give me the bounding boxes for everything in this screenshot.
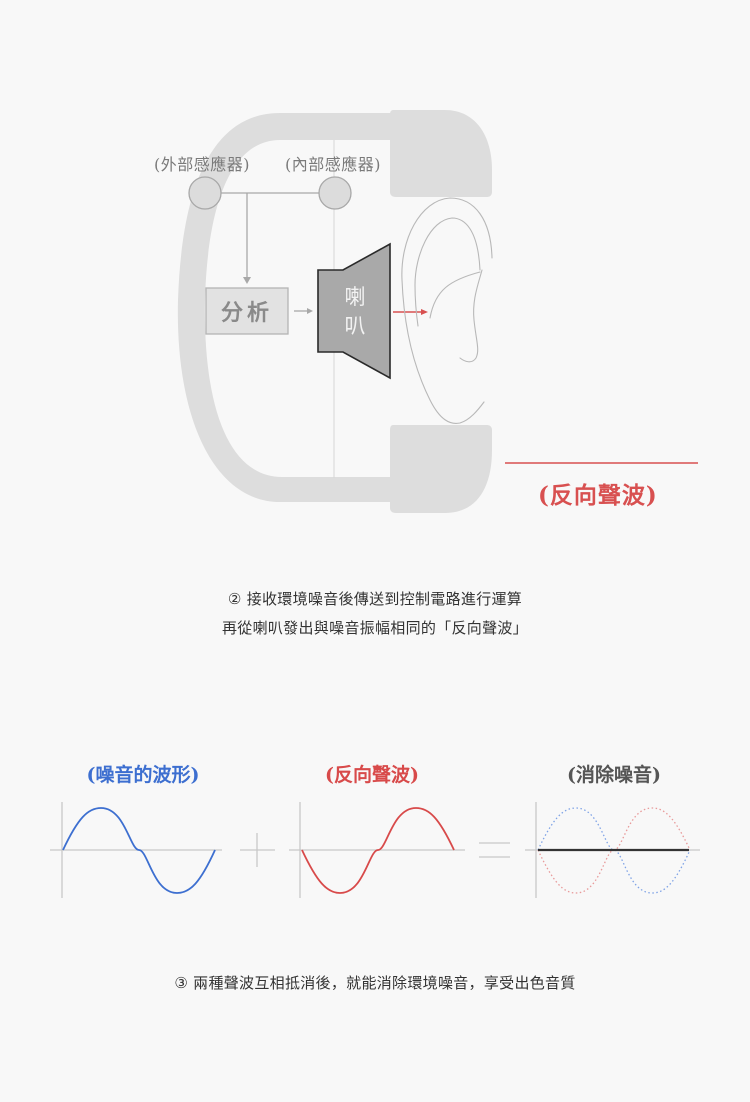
noise-wave-chart	[50, 802, 222, 898]
speaker-label: 喇 叭	[340, 283, 370, 341]
cancel-wave-chart	[525, 802, 700, 898]
top-ear-cup	[390, 110, 492, 197]
waveform-charts	[50, 802, 700, 898]
speaker-label-line1: 喇	[344, 285, 366, 309]
noise-wave-title: (噪音的波形)	[86, 764, 200, 786]
sound-output-arrow-icon	[421, 309, 428, 315]
external-sensor-label: (外部感應器)	[154, 155, 250, 174]
noise-wave-line	[62, 807, 216, 894]
step3-caption: ③ 兩種聲波互相抵消後，就能消除環境噪音，享受出色音質	[0, 969, 750, 998]
step2-caption: ② 接收環境噪音後傳送到控制電路進行運算 再從喇叭發出與噪音振幅相同的「反向聲波…	[0, 585, 750, 643]
step3-line1: ③ 兩種聲波互相抵消後，就能消除環境噪音，享受出色音質	[174, 974, 576, 992]
speaker-icon	[317, 242, 391, 380]
step2-line2: 再從喇叭發出與噪音振幅相同的「反向聲波」	[221, 619, 528, 637]
speaker-label-line2: 叭	[344, 314, 366, 338]
anti-noise-label: (反向聲波)	[538, 482, 658, 509]
anti-wave-title: (反向聲波)	[325, 764, 419, 786]
down-arrow-head-icon	[243, 277, 251, 284]
anti-wave-chart	[289, 802, 465, 898]
cancel-wave-title: (消除噪音)	[567, 764, 661, 786]
external-sensor-icon	[188, 176, 222, 210]
ear-icon	[401, 197, 493, 424]
bottom-ear-cup	[390, 425, 492, 513]
internal-sensor-label: (內部感應器)	[285, 155, 381, 174]
analyze-box	[205, 287, 289, 335]
plus-icon	[240, 833, 275, 867]
step2-line1: ② 接收環境噪音後傳送到控制電路進行運算	[227, 590, 523, 608]
analyze-label: 分析	[220, 300, 273, 326]
internal-sensor-icon	[318, 176, 352, 210]
right-arrow-head-icon	[307, 308, 313, 314]
headphone-illustration	[177, 110, 698, 513]
anti-wave-line	[301, 807, 455, 894]
equals-icon	[479, 842, 510, 858]
cancel-noise-dotted-line	[537, 807, 691, 894]
